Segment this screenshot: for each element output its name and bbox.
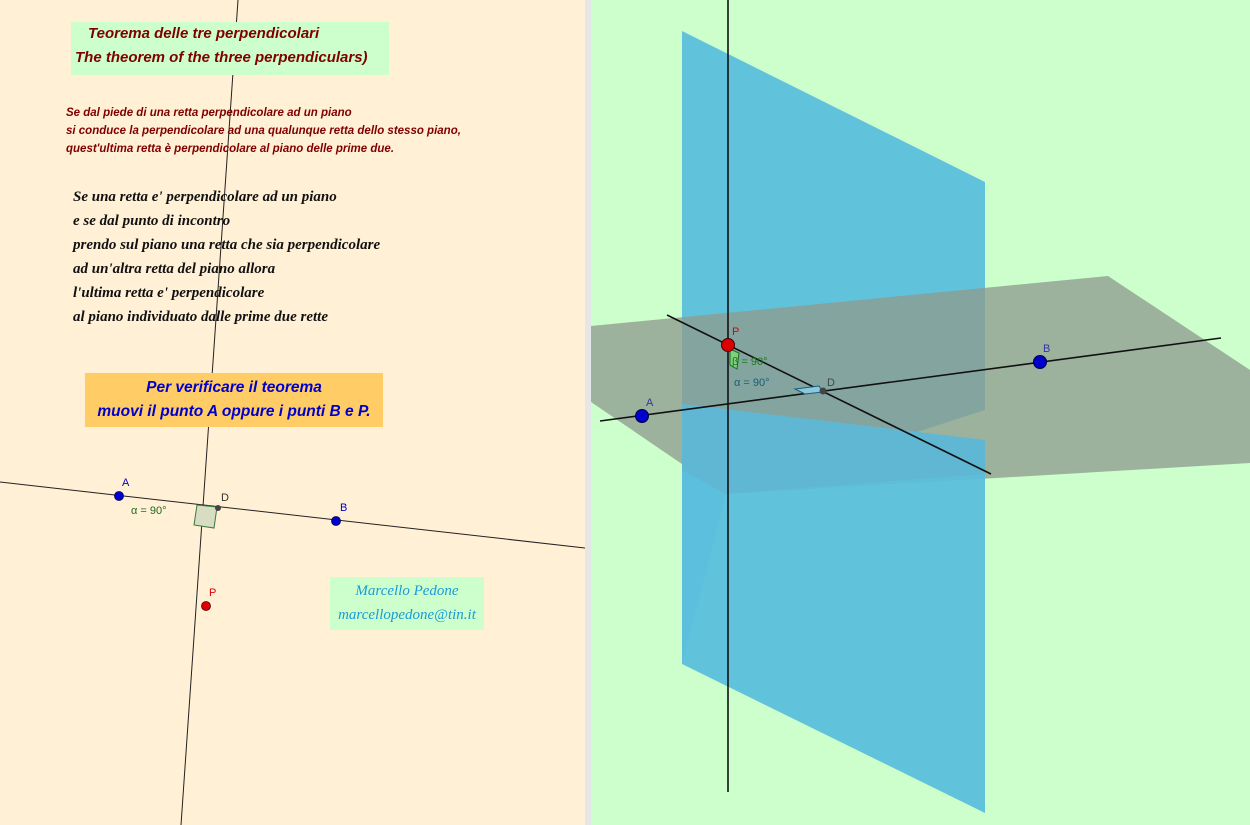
point-b-label: B <box>340 502 347 514</box>
vertical-plane-front <box>682 404 985 813</box>
angle-label-alpha-3d: α = 90° <box>734 377 770 389</box>
point-b-3d[interactable] <box>1033 355 1047 369</box>
left-graphics-view[interactable]: α = 90° A B D P Teorema delle tre perpen… <box>0 0 585 825</box>
angle-marker-beta <box>729 348 740 370</box>
point-d[interactable] <box>215 505 221 511</box>
point-d-3d[interactable] <box>819 387 827 395</box>
view3d-canvas[interactable]: β = 90° α = 90° A B D P <box>591 0 1250 825</box>
right-graphics-view-3d[interactable]: β = 90° α = 90° A B D P <box>591 0 1250 825</box>
author-email: marcellopedone@tin.it <box>338 607 476 623</box>
author-box: Marcello Pedone marcellopedone@tin.it <box>330 577 484 630</box>
line-a-b[interactable] <box>0 481 585 549</box>
statement-line: si conduce la perpendicolare ad una qual… <box>66 125 461 137</box>
point-a-label: A <box>122 477 130 489</box>
statement-line: Se dal piede di una retta perpendicolare… <box>66 107 352 119</box>
title-italian: Teorema delle tre perpendicolari <box>88 25 320 42</box>
poem-line: e se dal punto di incontro <box>73 213 231 229</box>
line-p-d-3d[interactable] <box>666 314 992 475</box>
point-p-3d-label: P <box>732 326 739 338</box>
plane-overlap <box>682 404 985 494</box>
line-a-b-3d[interactable] <box>599 337 1222 422</box>
point-a-3d-label: A <box>646 397 654 409</box>
point-d-3d-label: D <box>827 377 835 389</box>
poem-line: al piano individuato dalle prime due ret… <box>73 309 328 325</box>
title-box: Teorema delle tre perpendicolari The the… <box>71 22 389 75</box>
instruction-line-1: Per verificare il teorema <box>146 379 322 396</box>
title-english: The theorem of the three perpendiculars) <box>75 49 368 66</box>
theorem-poem: Se una retta e' perpendicolare ad un pia… <box>73 185 380 329</box>
instruction-box: Per verificare il teorema muovi il punto… <box>85 373 383 427</box>
poem-line: Se una retta e' perpendicolare ad un pia… <box>73 189 337 205</box>
angle-label-beta-3d: β = 90° <box>732 356 768 368</box>
theorem-statement: Se dal piede di una retta perpendicolare… <box>66 104 461 158</box>
right-angle-marker <box>193 504 218 529</box>
point-p[interactable] <box>201 601 211 611</box>
angle-label-alpha: α = 90° <box>131 505 167 517</box>
point-b[interactable] <box>331 516 341 526</box>
point-b-3d-label: B <box>1043 343 1050 355</box>
point-a-3d[interactable] <box>635 409 649 423</box>
poem-line: prendo sul piano una retta che sia perpe… <box>73 237 381 253</box>
point-p-3d[interactable] <box>721 338 735 352</box>
author-name: Marcello Pedone <box>355 583 459 599</box>
point-p-label: P <box>209 587 216 599</box>
statement-line: quest'ultima retta è perpendicolare al p… <box>66 143 395 155</box>
instruction-line-2: muovi il punto A oppure i punti B e P. <box>97 403 371 420</box>
poem-line: ad un'altra retta del piano allora <box>73 261 276 277</box>
poem-line: l'ultima retta e' perpendicolare <box>73 285 265 301</box>
point-a[interactable] <box>114 491 124 501</box>
point-d-label: D <box>221 492 229 504</box>
view-divider[interactable] <box>585 0 591 825</box>
view2d-canvas[interactable]: α = 90° A B D P <box>0 0 585 825</box>
